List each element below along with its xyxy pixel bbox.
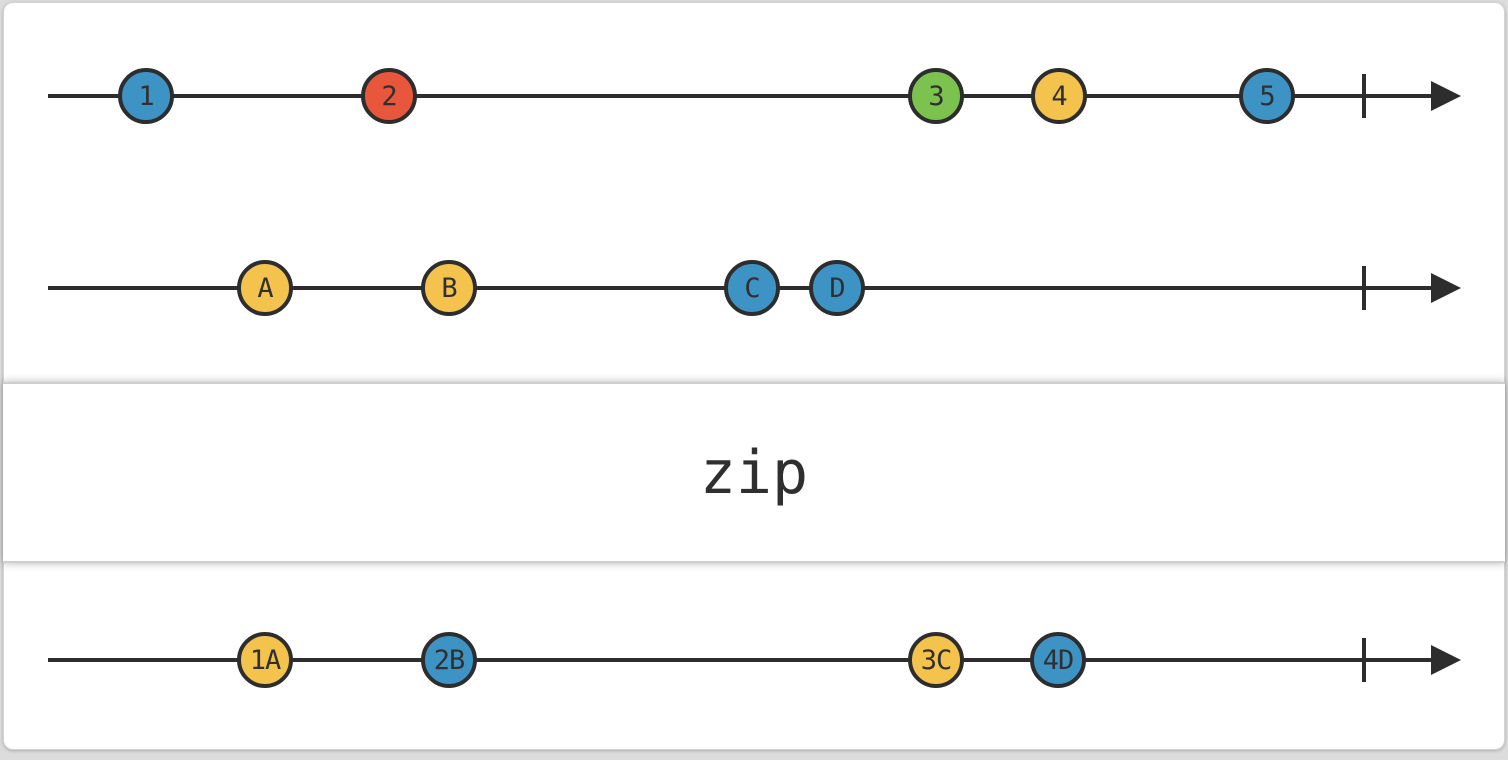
marble-label: B bbox=[441, 272, 457, 304]
arrow-head-icon bbox=[1431, 645, 1461, 675]
timeline-line bbox=[48, 94, 1438, 98]
arrow-head-icon bbox=[1431, 81, 1461, 111]
completion-tick bbox=[1362, 74, 1366, 118]
marble-label: D bbox=[829, 272, 845, 304]
marble-label: 1 bbox=[138, 80, 154, 112]
marble-5[interactable]: 5 bbox=[1239, 68, 1295, 124]
operator-band: zip bbox=[3, 382, 1505, 563]
marble-3[interactable]: 3 bbox=[908, 68, 964, 124]
marble-4[interactable]: 4 bbox=[1031, 68, 1087, 124]
marble-2b[interactable]: 2B bbox=[421, 632, 477, 688]
marble-3c[interactable]: 3C bbox=[908, 632, 964, 688]
marble-label: 2B bbox=[433, 644, 466, 676]
arrow-head-icon bbox=[1431, 273, 1461, 303]
completion-tick bbox=[1362, 638, 1366, 682]
completion-tick bbox=[1362, 266, 1366, 310]
marble-label: 3C bbox=[920, 644, 953, 676]
marble-label: 2 bbox=[381, 80, 397, 112]
marble-label: 5 bbox=[1259, 80, 1275, 112]
marble-d[interactable]: D bbox=[809, 260, 865, 316]
marble-label: 4D bbox=[1042, 644, 1075, 676]
marble-2[interactable]: 2 bbox=[361, 68, 417, 124]
marble-c[interactable]: C bbox=[724, 260, 780, 316]
marble-label: 3 bbox=[928, 80, 944, 112]
marble-label: A bbox=[257, 272, 273, 304]
marble-label: C bbox=[744, 272, 760, 304]
timeline-line bbox=[48, 658, 1438, 662]
marble-label: 1A bbox=[249, 644, 282, 676]
marble-1a[interactable]: 1A bbox=[237, 632, 293, 688]
marble-b[interactable]: B bbox=[421, 260, 477, 316]
operator-label: zip bbox=[699, 437, 809, 508]
marble-1[interactable]: 1 bbox=[118, 68, 174, 124]
marble-4d[interactable]: 4D bbox=[1030, 632, 1086, 688]
marble-label: 4 bbox=[1051, 80, 1067, 112]
marble-a[interactable]: A bbox=[237, 260, 293, 316]
